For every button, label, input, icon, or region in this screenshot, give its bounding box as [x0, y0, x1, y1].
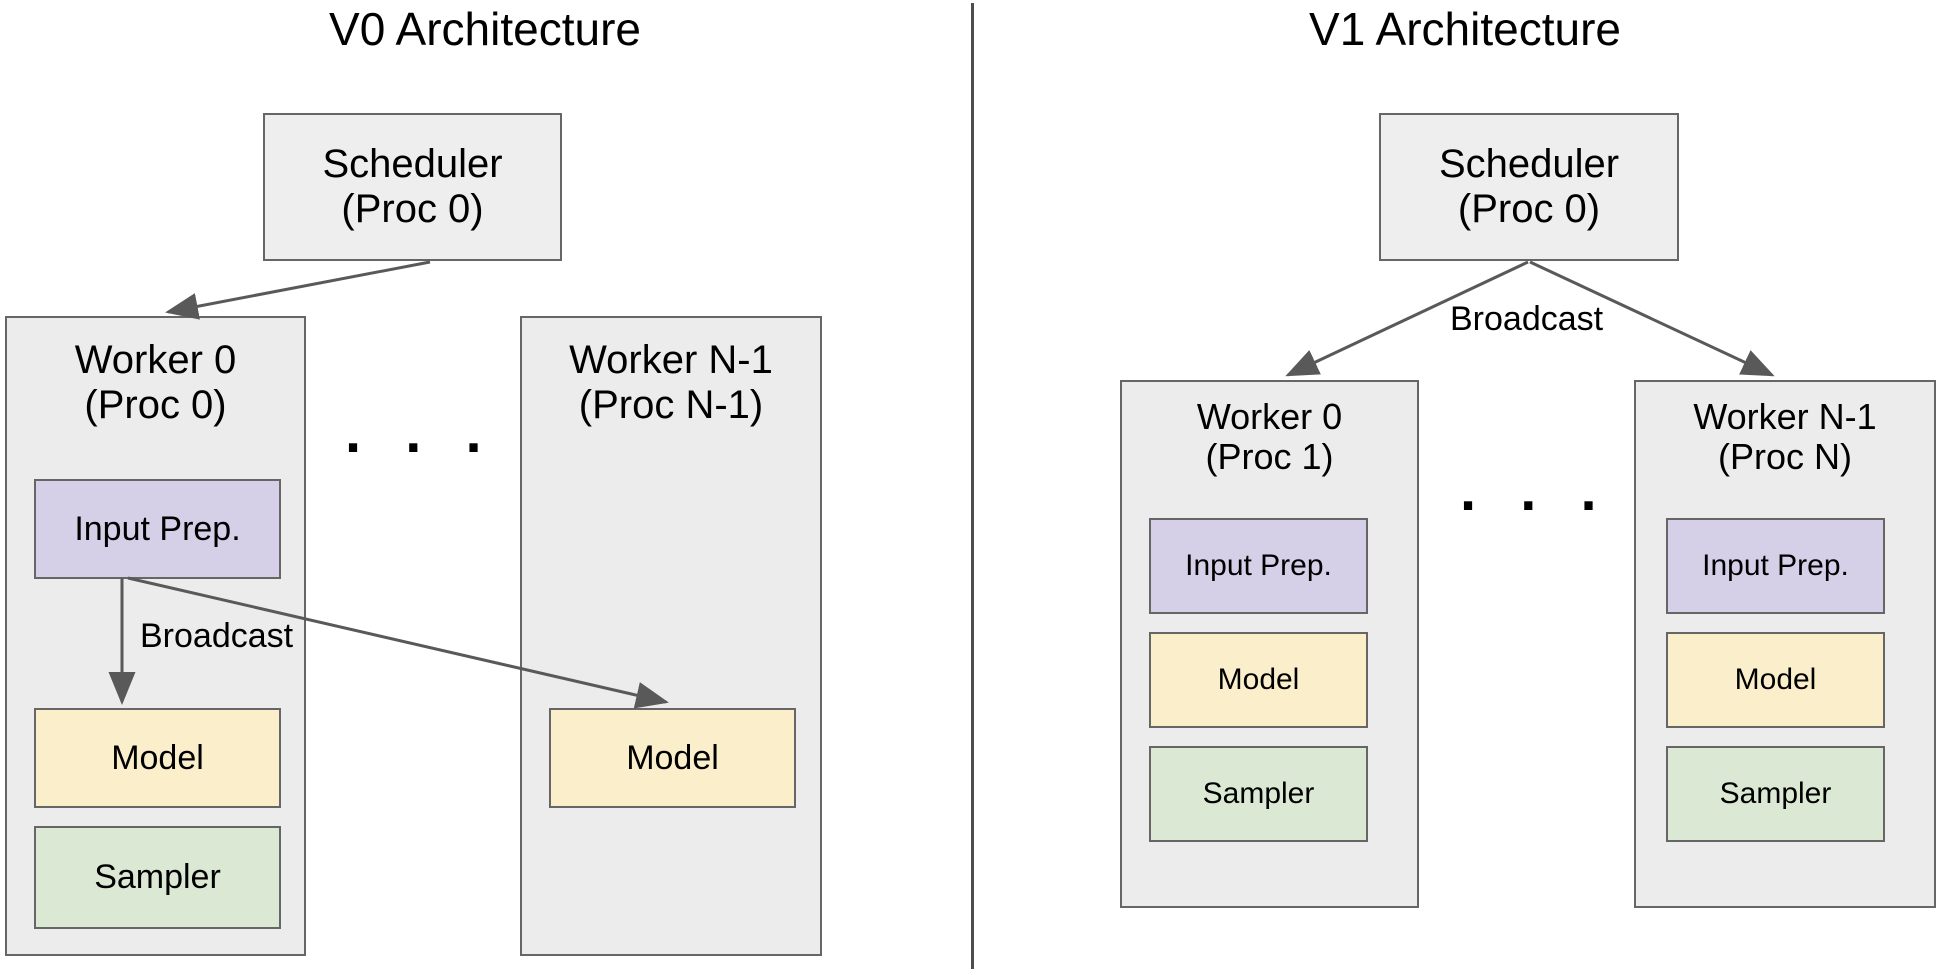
v1-worker-0-name: Worker 0 — [1196, 396, 1343, 437]
v0-worker-0-input-prep-block[interactable]: Input Prep. — [34, 479, 281, 579]
panel-title-v0: V0 Architecture — [329, 3, 641, 55]
v0-worker-n1-node[interactable]: Worker N-1 (Proc N-1) Model — [520, 316, 822, 956]
panel-title-v1: V1 Architecture — [1309, 3, 1621, 55]
v0-worker-0-name: Worker 0 — [74, 338, 237, 382]
v0-scheduler-line2: (Proc 0) — [341, 187, 484, 231]
v0-worker-0-header: Worker 0 (Proc 0) — [7, 338, 304, 428]
v0-worker-n1-proc: (Proc N-1) — [578, 382, 764, 427]
v0-worker-n1-name: Worker N-1 — [569, 338, 773, 382]
v0-worker-0-proc: (Proc 0) — [84, 382, 227, 427]
v1-worker-n1-sampler-block[interactable]: Sampler — [1666, 746, 1885, 842]
v0-broadcast-label: Broadcast — [140, 617, 294, 655]
v1-worker-n1-model-block[interactable]: Model — [1666, 632, 1885, 728]
v1-worker-0-header: Worker 0 (Proc 1) — [1122, 396, 1417, 478]
v0-worker-0-sampler-block[interactable]: Sampler — [34, 826, 281, 929]
panel-divider — [971, 3, 974, 969]
v1-worker-0-proc: (Proc 1) — [1205, 436, 1334, 478]
v1-worker-n1-name: Worker N-1 — [1693, 396, 1877, 437]
v1-worker-n1-header: Worker N-1 (Proc N) — [1636, 396, 1934, 478]
v1-worker-0-input-prep-block[interactable]: Input Prep. — [1149, 518, 1368, 614]
v0-worker-n1-model-block[interactable]: Model — [549, 708, 796, 808]
v1-ellipsis: . . . — [1460, 458, 1611, 523]
v1-worker-0-node[interactable]: Worker 0 (Proc 1) Input Prep. Model Samp… — [1120, 380, 1419, 908]
v1-scheduler-line1: Scheduler — [1438, 142, 1620, 187]
v1-worker-0-model-block[interactable]: Model — [1149, 632, 1368, 728]
v0-arrow-scheduler-to-worker0 — [165, 260, 431, 320]
v0-worker-0-model-block[interactable]: Model — [34, 708, 281, 808]
v1-worker-0-sampler-block[interactable]: Sampler — [1149, 746, 1368, 842]
v0-scheduler-line1: Scheduler — [322, 142, 503, 187]
v1-scheduler-node[interactable]: Scheduler (Proc 0) — [1379, 113, 1679, 261]
v0-worker-n1-header: Worker N-1 (Proc N-1) — [522, 338, 820, 428]
v0-ellipsis: . . . — [345, 400, 496, 465]
v1-broadcast-label: Broadcast — [1450, 300, 1604, 338]
v1-worker-n1-proc: (Proc N) — [1718, 436, 1852, 478]
v1-worker-n1-node[interactable]: Worker N-1 (Proc N) Input Prep. Model Sa… — [1634, 380, 1936, 908]
v1-scheduler-line2: (Proc 0) — [1457, 187, 1601, 231]
v1-worker-n1-input-prep-block[interactable]: Input Prep. — [1666, 518, 1885, 614]
v0-scheduler-node[interactable]: Scheduler (Proc 0) — [263, 113, 562, 261]
